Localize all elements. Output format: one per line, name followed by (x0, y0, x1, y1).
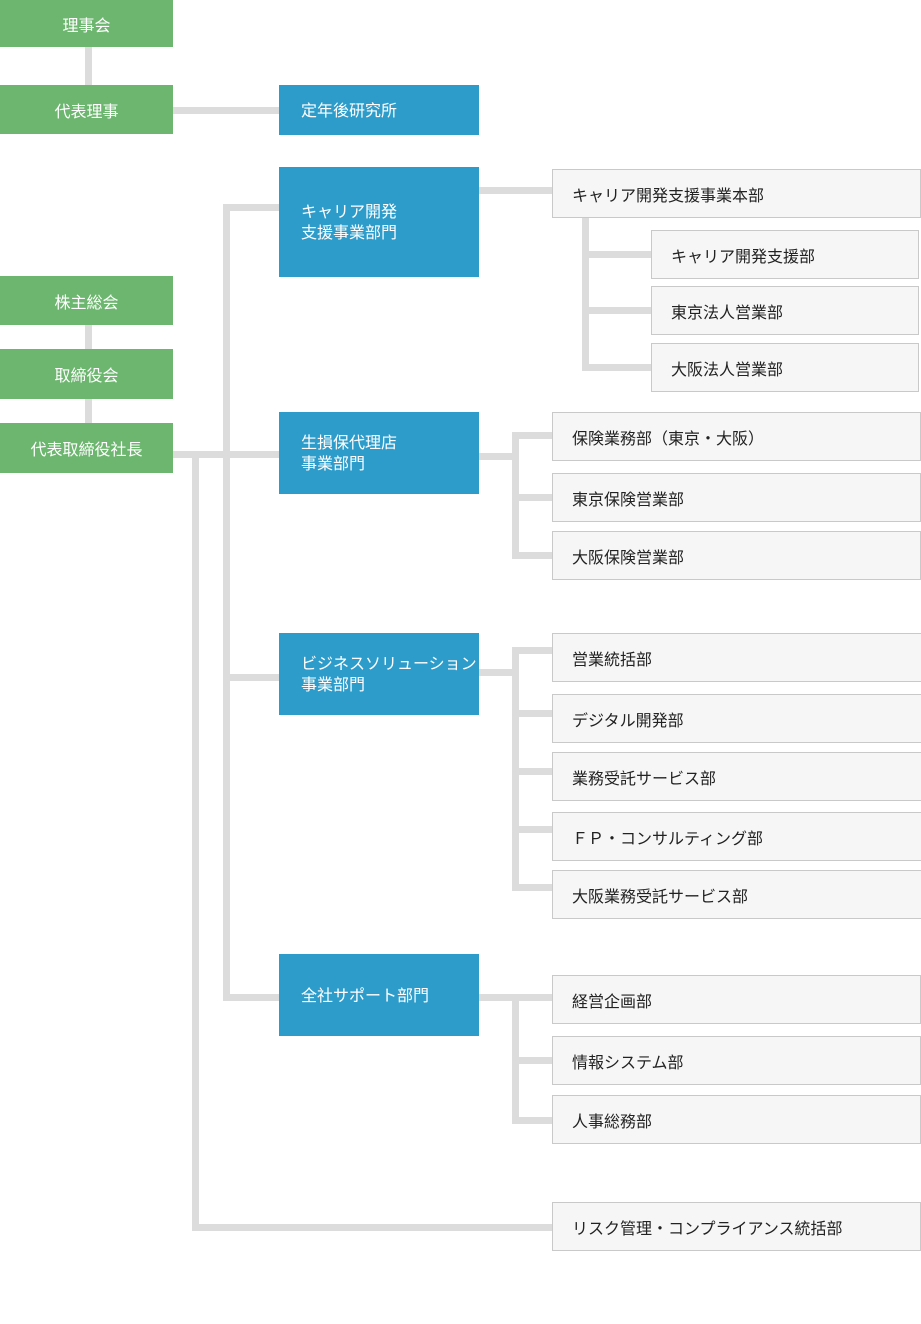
connector-business-h (479, 669, 519, 676)
node-label: 代表取締役社長 (30, 440, 143, 459)
dept-insurance: 大阪保険営業部 (552, 531, 921, 580)
dept-label: 経営企画部 (572, 991, 653, 1011)
node-rijikai: 理事会 (0, 0, 173, 47)
dept-label: 情報システム部 (572, 1052, 684, 1072)
dept-insurance: 保険業務部（東京・大阪） (552, 412, 921, 461)
connector-insurance-1 (512, 432, 552, 439)
dept-business: ＦＰ・コンサルティング部 (552, 812, 921, 861)
division-career: キャリア開発 支援事業部門 (279, 167, 479, 277)
division-label: 全社サポート部門 (301, 985, 430, 1005)
dept-label: 保険業務部（東京・大阪） (572, 428, 765, 448)
dept-career-sub: キャリア開発支援部 (651, 230, 919, 279)
dept-business: 大阪業務受託サービス部 (552, 870, 921, 919)
dept-label: キャリア開発支援部 (671, 246, 816, 266)
connector-to-risk (192, 1224, 552, 1231)
dept-label: 人事総務部 (572, 1111, 653, 1131)
connector-support-h (479, 994, 519, 1001)
dept-label: 大阪法人営業部 (671, 359, 784, 379)
node-shacho: 代表取締役社長 (0, 423, 173, 473)
division-insurance: 生損保代理店 事業部門 (279, 412, 479, 494)
division-label: 生損保代理店 事業部門 (301, 433, 398, 473)
dept-support: 人事総務部 (552, 1095, 921, 1144)
node-torishimariyakukai: 取締役会 (0, 349, 173, 399)
node-kabunushi-sokai: 株主総会 (0, 276, 173, 325)
connector-insurance-3 (512, 552, 552, 559)
division-label: キャリア開発 支援事業部門 (301, 202, 398, 242)
connector-daihyo-teinen (173, 107, 279, 114)
dept-label: 東京法人営業部 (671, 302, 784, 322)
dept-career-sub: 東京法人営業部 (651, 286, 919, 335)
connector-rijikai-daihyo (85, 47, 92, 85)
node-label: 代表理事 (54, 101, 119, 121)
node-label: 理事会 (62, 15, 111, 35)
connector-business-4 (512, 826, 552, 833)
connector-business-1 (512, 647, 552, 654)
dept-business: 業務受託サービス部 (552, 752, 921, 801)
connector-career-sub-1 (582, 251, 651, 258)
division-business: ビジネスソリューション 事業部門 (279, 633, 479, 715)
connector-to-support (223, 994, 279, 1001)
connector-support-2 (512, 1057, 552, 1064)
node-daihyo-riji: 代表理事 (0, 85, 173, 134)
dept-label: キャリア開発支援事業本部 (572, 185, 765, 205)
node-teinen-kenkyusho: 定年後研究所 (279, 85, 479, 135)
dept-label: ＦＰ・コンサルティング部 (572, 828, 764, 848)
connector-to-career (223, 204, 279, 211)
division-support: 全社サポート部門 (279, 954, 479, 1036)
dept-business: 営業統括部 (552, 633, 921, 682)
dept-career-head: キャリア開発支援事業本部 (552, 169, 921, 218)
connector-business-5 (512, 884, 552, 891)
dept-business: デジタル開発部 (552, 694, 921, 743)
connector-business-3 (512, 768, 552, 775)
dept-support: 情報システム部 (552, 1036, 921, 1085)
dept-label: リスク管理・コンプライアンス統括部 (572, 1218, 843, 1238)
connector-business-2 (512, 710, 552, 717)
connector-division-trunk (223, 204, 230, 1001)
connector-to-business (223, 674, 279, 681)
connector-career-sub-trunk (582, 218, 589, 371)
dept-label: デジタル開発部 (572, 710, 684, 730)
division-label: ビジネスソリューション 事業部門 (301, 654, 477, 694)
connector-career-sub-2 (582, 307, 651, 314)
dept-label: 営業統括部 (572, 649, 653, 669)
dept-label: 大阪保険営業部 (572, 547, 685, 567)
dept-label: 業務受託サービス部 (572, 768, 717, 788)
node-label: 株主総会 (54, 292, 119, 312)
dept-insurance: 東京保険営業部 (552, 473, 921, 522)
connector-support-3 (512, 1117, 552, 1124)
connector-insurance-h (479, 453, 519, 460)
connector-career-sub-3 (582, 364, 651, 371)
connector-risk-trunk (192, 451, 199, 1231)
node-label: 定年後研究所 (301, 100, 398, 120)
connector-support-1 (512, 994, 552, 1001)
dept-risk-compliance: リスク管理・コンプライアンス統括部 (552, 1202, 921, 1251)
dept-support: 経営企画部 (552, 975, 921, 1024)
dept-career-sub: 大阪法人営業部 (651, 343, 919, 392)
connector-insurance-2 (512, 494, 552, 501)
dept-label: 東京保険営業部 (572, 489, 685, 509)
connector-torishimari-shacho (85, 399, 92, 423)
connector-kabunushi-torishimari (85, 325, 92, 349)
node-label: 取締役会 (54, 366, 119, 385)
connector-career-head (479, 187, 552, 194)
dept-label: 大阪業務受託サービス部 (572, 886, 749, 906)
